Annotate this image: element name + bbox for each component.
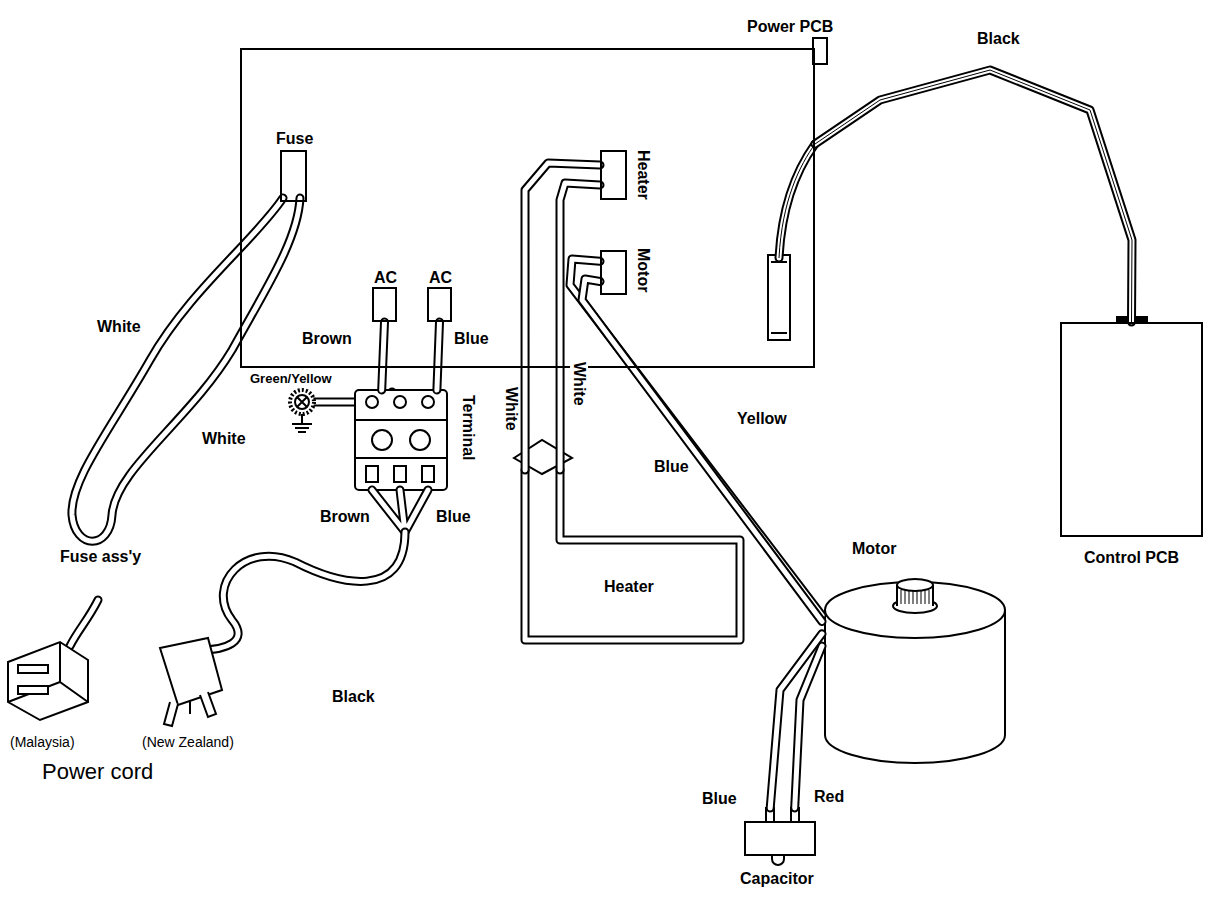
terminal-block: Terminal (355, 390, 447, 490)
wire-color-label: Black (975, 30, 1022, 48)
wire-color-label: White (95, 318, 143, 336)
part-label: AC (429, 269, 452, 287)
cord-wires (200, 490, 428, 650)
power-pcb: Power PCBFuseACACHeaterMotor (240, 48, 815, 368)
wire (795, 646, 822, 808)
terminal-block (355, 390, 447, 490)
wire (582, 279, 822, 622)
capacitor-body (745, 808, 815, 865)
part-label: Heater (604, 578, 654, 596)
wire (437, 322, 440, 390)
pcb-bundle (779, 144, 815, 258)
capacitor: Capacitor (745, 808, 815, 855)
wire (560, 183, 600, 470)
wire-color-label: Black (330, 688, 377, 706)
ground-screw (290, 390, 314, 432)
control-pcb: Control PCB (1060, 322, 1203, 537)
wire-color-label: Yellow (735, 410, 789, 428)
wire-color-label: Blue (452, 330, 491, 348)
part-label: Motor (852, 540, 896, 558)
heater-element: Heater (522, 470, 742, 645)
wire-color-label: Brown (318, 508, 372, 526)
wire-color-label: Blue (434, 508, 473, 526)
nz-plug (160, 638, 222, 726)
wire-bundle (815, 70, 1132, 322)
part-label: Fuse ass'y (58, 548, 143, 566)
part-label: Terminal (459, 395, 477, 461)
fuse-connector: Fuse (280, 150, 307, 202)
wire-color-label: Brown (300, 330, 354, 348)
fuse-assembly-wire (72, 198, 300, 541)
wire-color-label: White (502, 385, 520, 433)
part-label: Power cord (40, 760, 155, 784)
ac-connector: AC (372, 287, 397, 322)
malaysia-plug (8, 600, 98, 720)
plug-label: (Malaysia) (8, 735, 77, 750)
part-label: Power PCB (747, 18, 833, 36)
part-label: Control PCB (1084, 549, 1179, 567)
heater-connector: Heater (600, 150, 627, 200)
part-label: Capacitor (740, 870, 814, 888)
part-label: Motor (634, 248, 652, 292)
wire (770, 634, 822, 808)
part-label: Heater (634, 150, 652, 200)
ac-connector: AC (427, 287, 452, 322)
wire (570, 259, 822, 615)
wire-color-label: Red (812, 788, 846, 806)
ground-label: Green/Yellow (248, 372, 334, 386)
part-label: AC (374, 269, 397, 287)
motor-connector: Motor (600, 250, 627, 295)
wire-color-label: Blue (652, 458, 691, 476)
part-label: Fuse (276, 130, 313, 148)
motor-body (825, 579, 1005, 763)
control-connector (768, 255, 790, 340)
wire-color-label: White (570, 360, 588, 408)
wire-color-label: Blue (700, 790, 739, 808)
wire (382, 322, 385, 390)
motor: Motor (822, 560, 1010, 765)
pcb-tab (813, 38, 827, 64)
plug-label: (New Zealand) (140, 735, 236, 750)
wire-color-label: White (200, 430, 248, 448)
heater-element (525, 470, 740, 640)
